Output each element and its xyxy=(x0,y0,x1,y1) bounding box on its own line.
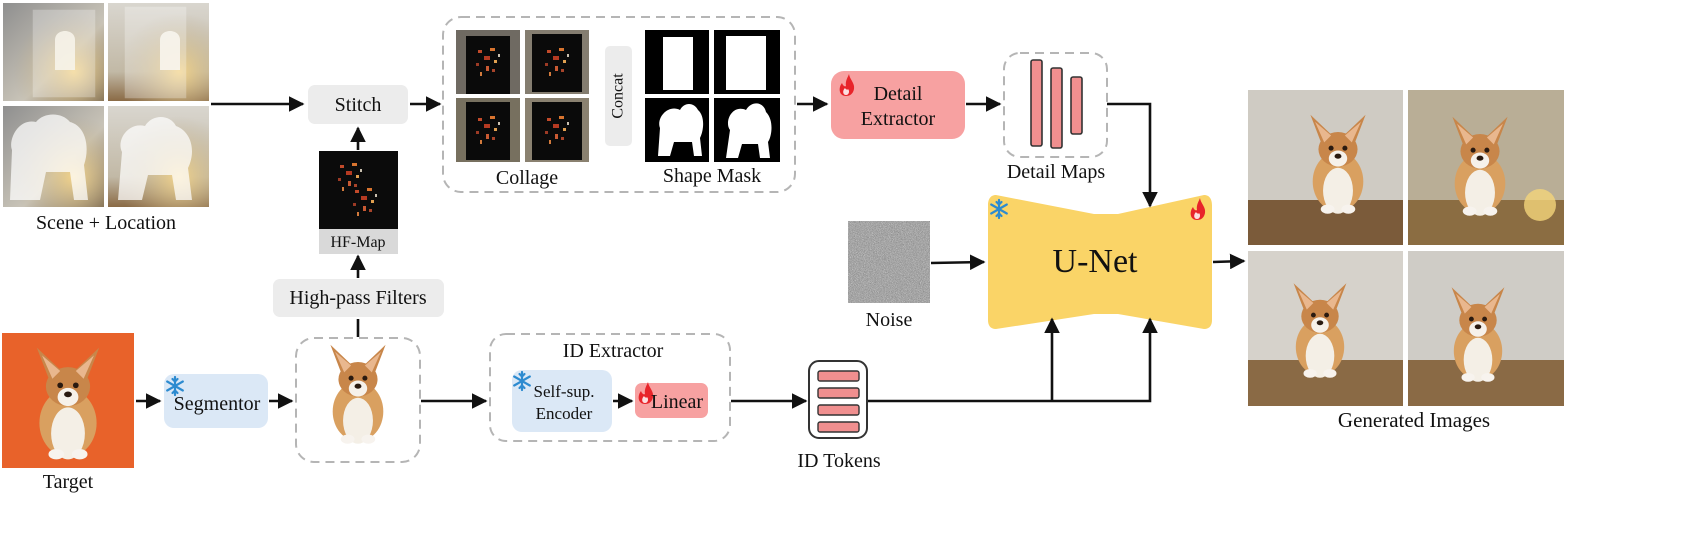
encoder-label-line2: Encoder xyxy=(536,404,593,423)
hf-map-label: HF-Map xyxy=(330,234,385,251)
high-pass-filters-box xyxy=(273,279,444,317)
shape-mask-label: Shape Mask xyxy=(663,165,761,187)
scene-location-label: Scene + Location xyxy=(36,212,176,234)
collage-label: Collage xyxy=(496,167,558,189)
target-label: Target xyxy=(43,471,94,493)
noise-image xyxy=(848,221,930,303)
connectors xyxy=(136,96,1246,409)
id-tokens-label: ID Tokens xyxy=(797,450,880,472)
unet-label: U-Net xyxy=(1053,243,1139,280)
encoder-label-line1: Self-sup. xyxy=(534,382,595,401)
collage-mask-group xyxy=(442,16,796,193)
stitch-label: Stitch xyxy=(335,94,382,116)
target-image xyxy=(2,333,134,468)
generated-images xyxy=(1248,90,1564,406)
generated-images-label: Generated Images xyxy=(1338,408,1490,432)
hf-map-image xyxy=(319,151,398,229)
linear-box xyxy=(635,383,708,418)
detail-extractor-label-line1: Detail xyxy=(874,83,923,105)
stitch-box xyxy=(308,85,408,124)
concat-box xyxy=(605,46,632,146)
detail-maps-label: Detail Maps xyxy=(1007,161,1106,183)
id-extractor-label: ID Extractor xyxy=(563,340,664,362)
noise-label: Noise xyxy=(866,309,913,331)
shape-mask-images xyxy=(645,30,780,162)
detail-maps-box xyxy=(1003,52,1108,158)
detail-maps-bars xyxy=(1030,59,1083,149)
id-extractor-group xyxy=(489,333,731,442)
hf-map-caption-box xyxy=(319,229,398,254)
segmentor-box xyxy=(164,374,268,428)
self-sup-encoder-box xyxy=(512,370,612,432)
segmentor-label: Segmentor xyxy=(174,393,261,415)
collage-images xyxy=(456,30,589,162)
linear-label: Linear xyxy=(651,391,704,413)
segmented-dog xyxy=(330,344,386,444)
detail-extractor-label-line2: Extractor xyxy=(861,108,936,130)
high-pass-filters-label: High-pass Filters xyxy=(289,287,426,309)
scene-location-images xyxy=(3,3,209,207)
unet-block xyxy=(988,195,1212,329)
segmented-object-box xyxy=(295,337,421,463)
detail-extractor-box xyxy=(831,71,965,139)
id-tokens-bars xyxy=(817,370,860,433)
concat-label: Concat xyxy=(610,73,627,119)
